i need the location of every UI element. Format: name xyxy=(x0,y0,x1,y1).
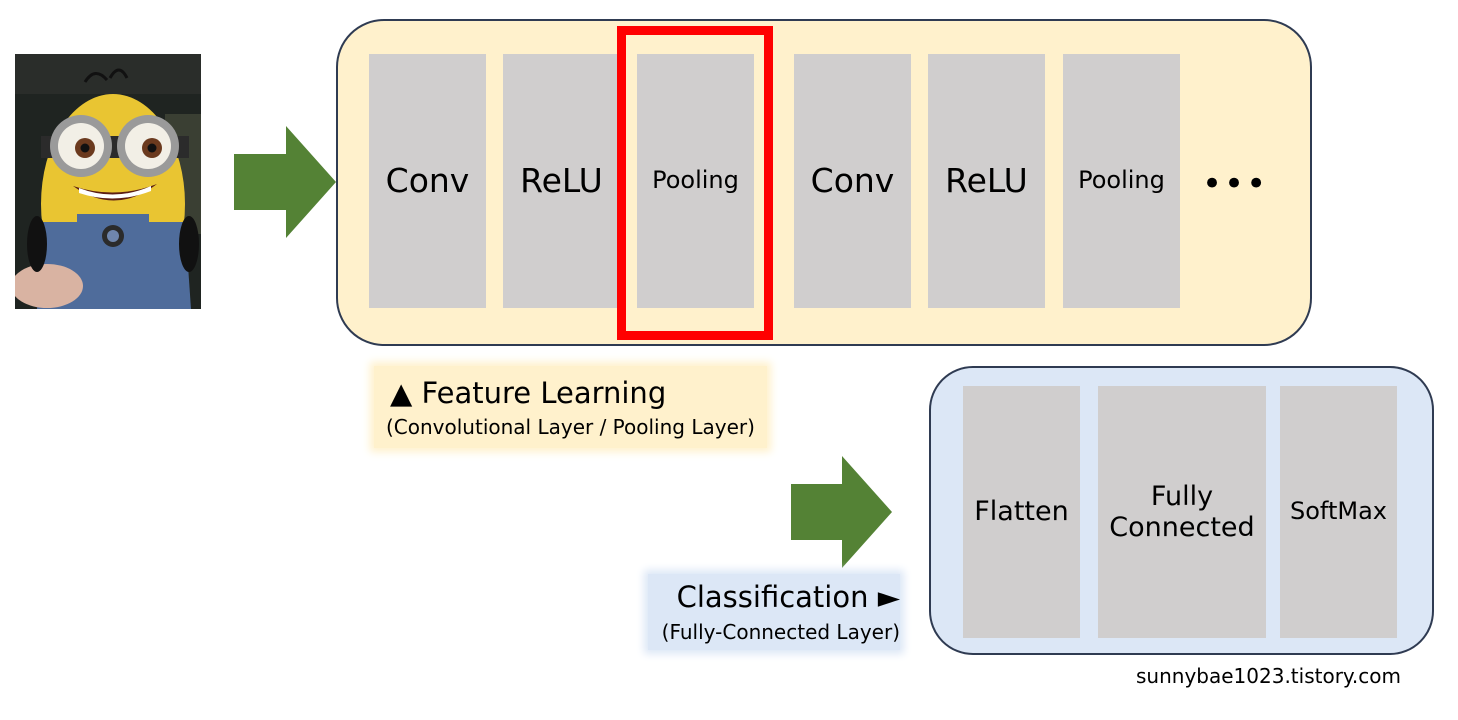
layer-flatten: Flatten xyxy=(963,386,1080,638)
feature-learning-title: ▲ Feature Learning xyxy=(390,376,667,410)
classification-caption: Classification ► (Fully-Connected Layer) xyxy=(648,574,900,650)
layer-label: ReLU xyxy=(945,161,1028,201)
feature-learning-caption: ▲ Feature Learning (Convolutional Layer … xyxy=(374,366,767,448)
right-arrow-icon xyxy=(234,126,336,238)
arrow-to-classification xyxy=(791,456,892,568)
layer-label: Pooling xyxy=(652,166,739,195)
classification-subtitle: (Fully-Connected Layer) xyxy=(661,620,900,644)
layer-softmax: SoftMax xyxy=(1280,386,1397,638)
layer-conv-2: Conv xyxy=(794,54,911,308)
right-arrow-icon xyxy=(791,456,892,568)
layer-label: Flatten xyxy=(974,496,1069,528)
layer-label: Fully Connected xyxy=(1109,480,1255,543)
layer-label: ReLU xyxy=(520,161,603,201)
input-image xyxy=(15,54,201,309)
layer-label: Conv xyxy=(810,161,895,201)
layer-pooling-2: Pooling xyxy=(1063,54,1180,308)
layer-pooling-1: Pooling xyxy=(637,54,754,308)
minion-plush-icon xyxy=(15,54,201,309)
layer-relu-1: ReLU xyxy=(503,54,620,308)
source-credit: sunnybae1023.tistory.com xyxy=(1136,664,1401,688)
layer-label: SoftMax xyxy=(1290,497,1387,526)
layer-label: Pooling xyxy=(1078,166,1165,195)
layer-fully-connected: Fully Connected xyxy=(1098,386,1266,638)
arrow-to-feature-learning xyxy=(234,126,336,238)
layer-conv-1: Conv xyxy=(369,54,486,308)
layer-relu-2: ReLU xyxy=(928,54,1045,308)
classification-title: Classification ► xyxy=(676,580,900,614)
more-layers-ellipsis: ••• xyxy=(1202,164,1269,204)
feature-learning-subtitle: (Convolutional Layer / Pooling Layer) xyxy=(386,415,755,439)
layer-label: Conv xyxy=(385,161,470,201)
pooling-highlight-box xyxy=(617,26,773,340)
